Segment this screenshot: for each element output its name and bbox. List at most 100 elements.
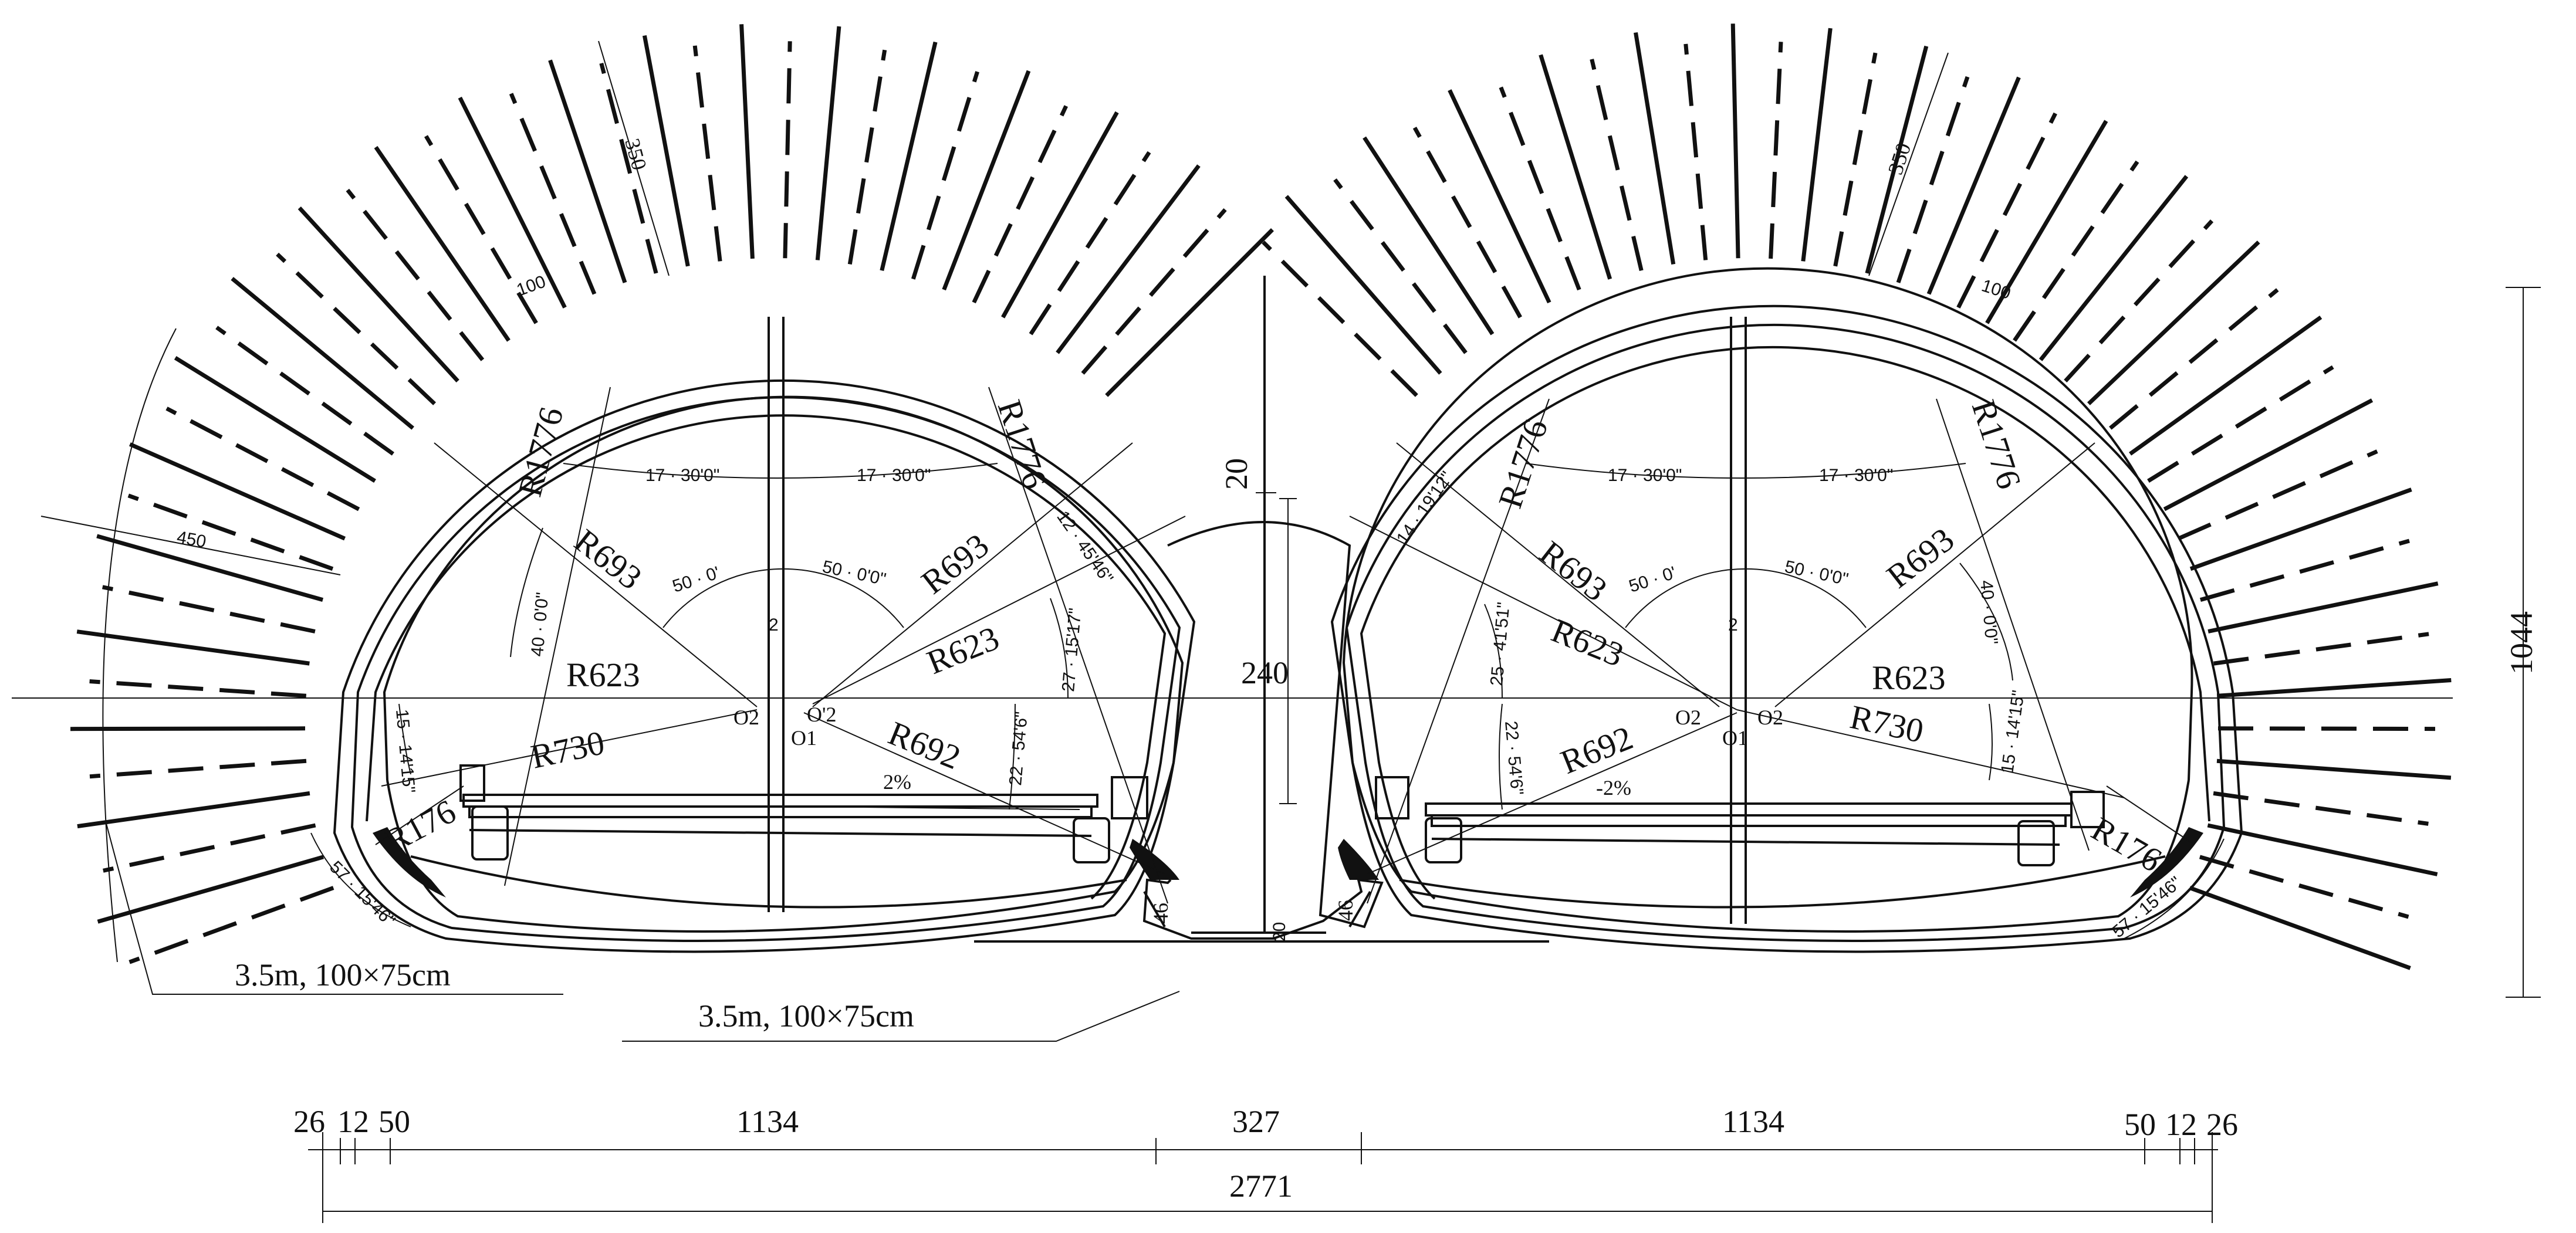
left-curb-right [1111,776,1148,819]
radius-r623-right: R623 [1546,611,1629,674]
angle-17-30-left-a: 17 · 30'0" [645,466,719,485]
left-r1776-left [504,387,611,886]
right-r693-left [1396,442,1720,707]
left-rock-bolt [96,534,324,602]
dimension-lines [12,40,2541,1223]
right-rock-bolt [1499,86,1581,291]
right-rock-bolt [2207,581,2439,634]
dim-240: 240 [1241,655,1289,690]
outer-bolt-arc [102,328,177,963]
dim-50-left: 50 [378,1104,410,1139]
middle-pillar-outline [1142,521,1384,940]
center-o1-left: O1 [791,726,817,750]
dim-2771: 2771 [1229,1168,1293,1204]
right-r730 [1736,709,2125,798]
right-tunnel-lining-3 [1360,345,2210,900]
center-o2-right-b: O2 [1757,706,1783,729]
left-arc-17-30 [563,463,998,479]
left-rock-bolt [509,93,597,295]
grade-left: 2% [883,770,911,794]
dim-20-base: 20 [1270,922,1289,941]
pillar-foot-right [1348,890,1371,928]
right-r693-right [1774,442,2095,707]
angle-27-left: 27 · 15'17" [1059,607,1085,692]
right-rock-bolt [2013,160,2139,342]
right-arc-25 [1484,604,1503,699]
right-rock-bolt [1926,76,2021,295]
leader-bolt-middle [622,991,1180,1042]
right-cable-trough-right [2017,820,2055,866]
center-o2-left: O2 [733,706,759,729]
angle-40-right: 40 · 0'0" [1976,580,2001,645]
left-rock-bolt [129,442,346,541]
right-rock-bolt [2213,632,2429,666]
right-rock-bolt [2064,219,2214,382]
right-tunnel-lining-2 [1345,323,2226,942]
right-arc-17-30 [1525,463,1966,479]
left-rock-bolt [739,24,755,259]
right-rock-bolt [1956,112,2057,309]
radius-r176-right: R176 [2085,809,2168,879]
dim-12-right: 12 [2165,1107,2197,1142]
right-rock-bolt [2189,886,2411,970]
right-rock-bolt [1833,52,1878,267]
right-curb-right [2070,791,2105,828]
right-rock-bolt [2213,791,2429,826]
left-rock-bolt [374,145,511,342]
left-tunnel-invert [410,855,1127,909]
left-rock-bolt [911,71,979,280]
angle-50-right-a: 50 · 0' [1627,563,1679,597]
angle-15-right: 15 · 14'15" [1997,689,2029,775]
left-rock-bolt [692,45,722,262]
right-rock-bolt [1634,32,1676,265]
left-tunnel-outer-lining [333,379,1196,953]
left-tunnel-lining-3 [366,414,1167,900]
angle-17-30-left-b: 17 · 30'0" [857,466,931,485]
left-rock-bolt [1081,208,1227,375]
right-rock-bolt [1539,54,1612,280]
dim-100-right: 100 [1979,276,2013,303]
left-rock-bolt [231,277,414,430]
angle-17-30-right-b: 17 · 30'0" [1819,466,1893,485]
dim-46-right: 46 [1334,900,1357,921]
dim-50-right: 50 [2124,1107,2156,1142]
left-rock-bolt [880,41,938,271]
right-side-drain-fill [2130,827,2203,897]
right-r176 [2106,785,2195,845]
left-cable-trough-left [471,805,509,861]
right-rock-bolt [2129,315,2323,456]
left-rock-bolt [298,206,459,382]
right-arc-22 [1499,703,1503,810]
right-rock-bolt [2039,175,2189,361]
angle-15-left: 15 · 14'15" [392,709,418,794]
left-side-drain-fill [373,827,446,897]
radius-r730-left: R730 [528,723,607,776]
outer-bolt-dim [40,516,341,575]
dim-327: 327 [1232,1104,1280,1139]
radius-r1776-right2: R1776 [1965,395,2029,493]
left-r693-left [434,442,758,707]
left-r730 [381,709,758,787]
right-rock-bolt [1683,43,1708,260]
left-rock-bolt [599,63,658,274]
invert-mark-left: 2 [769,615,779,635]
left-rock-bolt [346,188,485,361]
right-rock-bolt [1865,45,1929,274]
radius-r1776-left2: R1776 [990,395,1055,493]
left-rock-bolt [642,35,690,267]
left-rock-bolt [103,823,316,873]
center-o1-right: O1 [1722,726,1748,750]
dim-350-right: 350 [1884,140,1916,178]
right-rock-bolt [1284,195,1442,375]
right-arc-15 [1989,703,1993,781]
bolt-length-dim-right [1868,52,1949,276]
left-rock-bolt [102,585,316,634]
left-rock-bolt [1001,111,1119,319]
radius-r692-left: R692 [883,714,966,777]
left-r176 [375,785,464,845]
right-tunnel-inner-profile [1342,267,2193,933]
left-rock-bolt [424,135,538,324]
dim-26-right: 26 [2206,1107,2238,1142]
left-r692 [803,712,1165,875]
dim-1134-left: 1134 [736,1104,799,1139]
